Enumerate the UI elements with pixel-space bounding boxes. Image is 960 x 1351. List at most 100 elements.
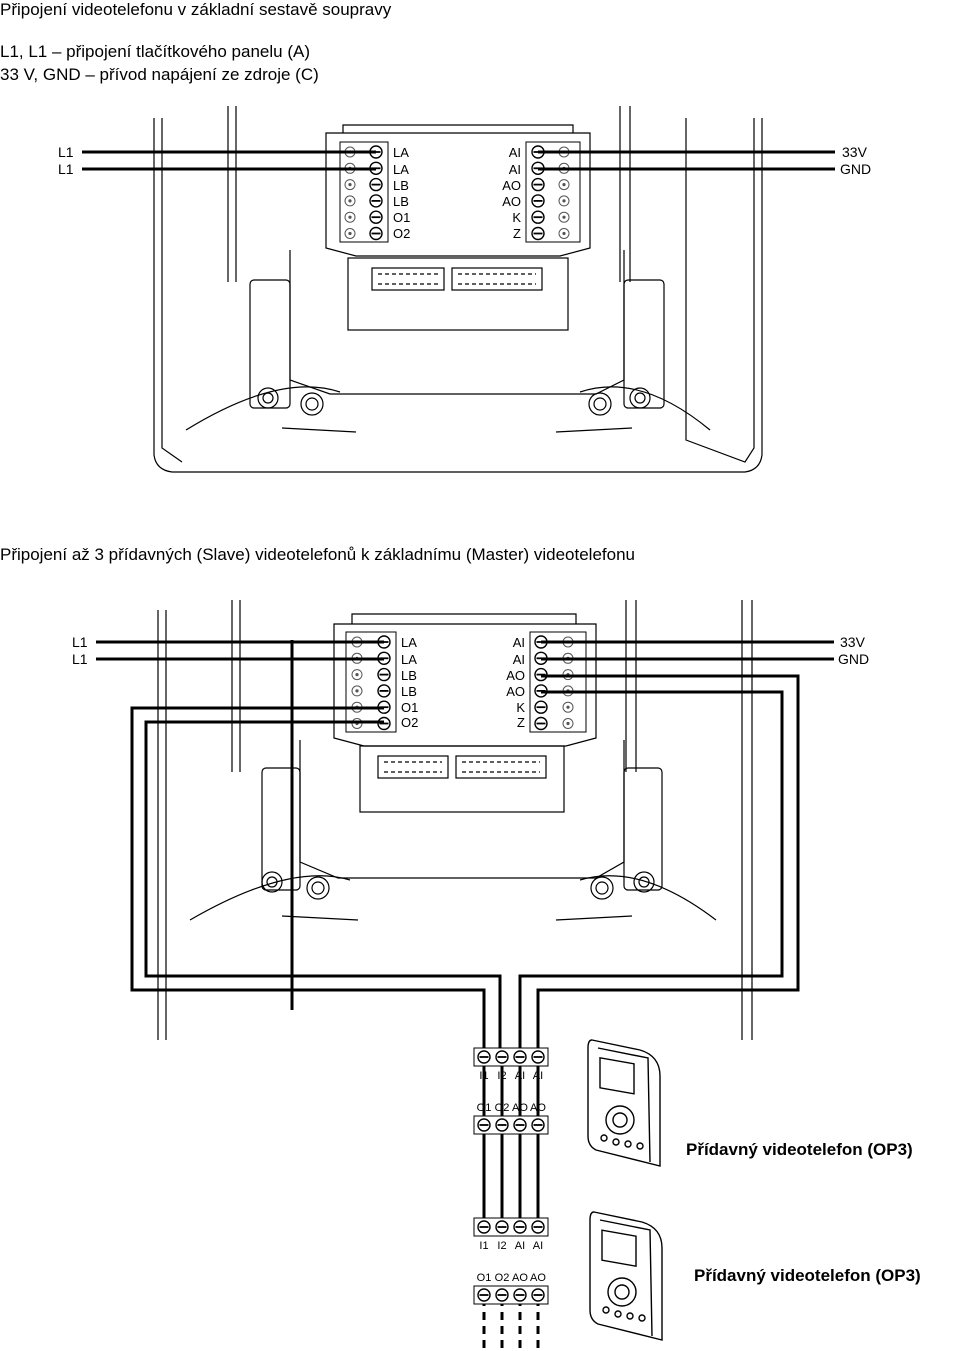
terminal-label-d2-r2: AO — [506, 668, 525, 683]
slave1-top-3: AI — [533, 1070, 543, 1082]
slave-terminal-screw — [513, 1050, 527, 1064]
slave2-top-1: I2 — [497, 1240, 506, 1252]
terminal-label-d1-l5: O2 — [393, 226, 410, 241]
master-unit-1 — [153, 106, 763, 473]
d1-right-screw — [531, 210, 545, 225]
terminal-label-d2-r5: Z — [517, 715, 525, 730]
slave-terminal-screw — [513, 1118, 527, 1132]
d1-right-small-screw — [558, 211, 570, 223]
d2-right-small-screw — [562, 701, 574, 713]
slave-terminal-screw — [477, 1118, 491, 1132]
section1-line2: 33 V, GND – přívod napájení ze zdroje (C… — [0, 65, 319, 84]
terminal-label-d1-l3: LB — [393, 194, 409, 209]
terminal-label-d2-r3: AO — [506, 684, 525, 699]
label-33v-d2: 33V — [840, 634, 866, 650]
slave-label-2: Přídavný videotelefon (OP3) — [694, 1266, 921, 1285]
d2-left-small-screw — [351, 685, 363, 697]
slave-terminal-screw — [495, 1220, 509, 1234]
slave-terminal-screw — [495, 1118, 509, 1132]
d1-left-screw — [369, 193, 383, 208]
d2-right-small-screw — [562, 718, 574, 729]
slave-terminal-screw — [477, 1220, 491, 1234]
slave-terminal-screw — [495, 1050, 509, 1064]
slave-terminal-strip — [473, 1115, 549, 1135]
d2-left-small-screw — [351, 669, 363, 681]
d2-right-screw — [534, 700, 548, 715]
terminal-label-d1-r4: K — [512, 210, 521, 225]
terminal-label-d2-l5: O2 — [401, 715, 418, 730]
terminal-label-d2-l2: LB — [401, 668, 417, 683]
slave-terminal-screw — [531, 1050, 545, 1064]
terminal-label-d2-l0: LA — [401, 635, 417, 650]
terminal-block-right-2 — [529, 631, 587, 733]
label-l1-a-d2: L1 — [72, 634, 88, 650]
slave1-bot-3: AO — [530, 1102, 546, 1114]
terminal-label-d2-r0: AI — [513, 635, 525, 650]
terminal-label-d1-l4: O1 — [393, 210, 410, 225]
section1-line1: L1, L1 – připojení tlačítkového panelu (… — [0, 42, 310, 61]
slave-terminal-screw — [495, 1288, 509, 1302]
terminal-label-d1-r0: AI — [509, 145, 521, 160]
label-l1-b-d2: L1 — [72, 651, 88, 667]
d1-right-small-screw — [558, 179, 570, 191]
master-unit-2 — [157, 600, 753, 1040]
slave1-bot-2: AO — [512, 1102, 528, 1114]
slave1-top-2: AI — [515, 1070, 525, 1082]
slave-terminal-strip — [473, 1285, 549, 1305]
slave1-top-1: I2 — [497, 1070, 506, 1082]
wires-diagram-1 — [82, 150, 835, 171]
d1-right-small-screw — [558, 195, 570, 207]
slave1-bot-1: O2 — [495, 1102, 510, 1114]
slave-terminal-strip — [473, 1047, 549, 1067]
d2-left-screw — [377, 667, 391, 682]
slave-terminal-screw — [513, 1220, 527, 1234]
slave-terminal-screw — [513, 1288, 527, 1302]
slave-label-1: Přídavný videotelefon (OP3) — [686, 1140, 913, 1159]
slave-videophone-2 — [589, 1211, 663, 1341]
label-l1-b-d1: L1 — [58, 161, 74, 177]
d1-right-screw — [531, 226, 545, 241]
terminal-label-d2-r4: K — [516, 700, 525, 715]
terminal-label-d1-r3: AO — [502, 194, 521, 209]
terminal-label-d1-r5: Z — [513, 226, 521, 241]
d1-right-screw — [531, 177, 545, 192]
d1-left-small-screw — [344, 195, 356, 207]
slave-wires — [482, 1064, 540, 1351]
d1-left-screw — [369, 210, 383, 225]
d1-right-small-screw — [558, 228, 570, 239]
terminal-label-d1-r1: AI — [509, 162, 521, 177]
label-gnd-d1: GND — [840, 161, 871, 177]
slave1-bot-0: O1 — [477, 1102, 492, 1114]
slave-terminal-strip — [473, 1217, 549, 1237]
terminal-label-d2-l1: LA — [401, 652, 417, 667]
terminal-block-left-2 — [345, 631, 397, 733]
slave2-bot-2: AO — [512, 1272, 528, 1284]
d1-left-small-screw — [344, 211, 356, 223]
slave2-top-3: AI — [533, 1240, 543, 1252]
slave-terminal-labels: I1 I2 AI AI O1 O2 AO AO I1 I2 AI AI O1 O… — [477, 1070, 547, 1284]
slave-terminal-screw — [477, 1050, 491, 1064]
terminal-label-d1-r2: AO — [502, 178, 521, 193]
terminal-label-d1-l2: LB — [393, 178, 409, 193]
wires-diagram-2 — [96, 640, 834, 1050]
terminal-label-d1-l0: LA — [393, 145, 409, 160]
terminal-label-d2-r1: AI — [513, 652, 525, 667]
slave2-bot-3: AO — [530, 1272, 546, 1284]
slave2-bot-1: O2 — [495, 1272, 510, 1284]
slave-terminal-screw — [477, 1288, 491, 1302]
terminal-label-d1-l1: LA — [393, 162, 409, 177]
label-gnd-d2: GND — [838, 651, 869, 667]
d1-right-screw — [531, 193, 545, 208]
d2-right-screw — [534, 716, 548, 731]
label-l1-a-d1: L1 — [58, 144, 74, 160]
label-33v-d1: 33V — [842, 144, 868, 160]
slave-terminal-screw — [531, 1118, 545, 1132]
d2-left-screw — [377, 684, 391, 698]
slave2-top-0: I1 — [479, 1240, 488, 1252]
d1-left-screw — [369, 177, 383, 192]
slave-terminal-screw — [531, 1220, 545, 1234]
d1-left-small-screw — [344, 228, 356, 239]
slave2-bot-0: O1 — [477, 1272, 492, 1284]
slave-terminal-screw — [531, 1288, 545, 1302]
